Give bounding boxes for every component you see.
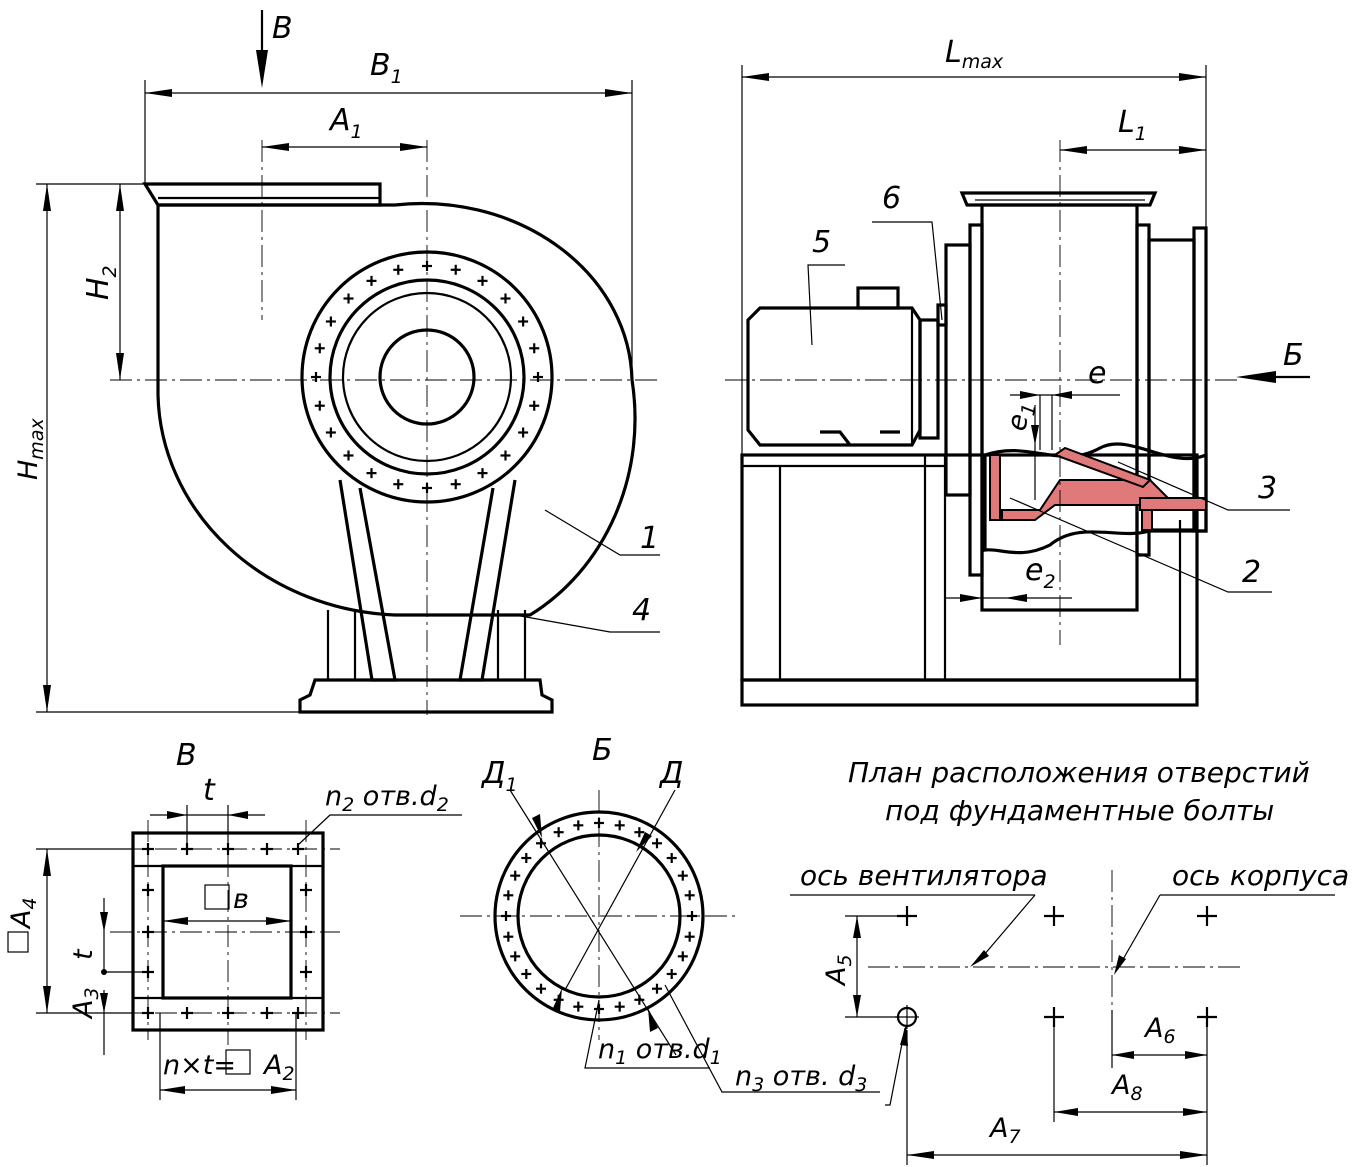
dim-A1-label: A1 <box>328 103 363 143</box>
dim-D-label: Д <box>658 756 683 791</box>
round-flange-view: Б Д1 Д n1 отв.d1 n3 отв. d3 <box>460 733 880 1096</box>
inner-size-label: в <box>233 884 249 915</box>
callout-2: 2 <box>1242 555 1261 590</box>
view-arrow-label: В <box>272 11 293 46</box>
dim-e2-label: e2 <box>1025 553 1056 593</box>
plan-title-line1: План расположения отверстий <box>848 756 1310 789</box>
view-arrow-b-label: Б <box>1283 338 1304 373</box>
dim-B1-label: B1 <box>370 48 403 88</box>
square-flange-view: B t n2 отв.d2 в A4 t A3 <box>6 738 462 1100</box>
dim-e1-label: e1 <box>1001 400 1040 434</box>
dim-e-label: e <box>1088 356 1106 391</box>
inlet-bolt-holes <box>311 261 543 493</box>
dim-H2-label: H2 <box>81 265 121 300</box>
dim-Lmax-label: Lmax <box>945 35 1004 73</box>
dim-A4-label: A4 <box>6 897 41 930</box>
callout-3: 3 <box>1258 471 1277 506</box>
callout-5: 5 <box>812 225 831 260</box>
side-view: Lmax L1 Б e e1 e2 2 3 5 6 <box>725 35 1310 707</box>
callout-1: 1 <box>640 521 659 556</box>
flange-bolt-holes <box>142 843 312 1019</box>
dim-L1-label: L1 <box>1118 105 1147 145</box>
dim-A7-label: A7 <box>988 1113 1021 1148</box>
foundation-bolt-plan: План расположения отверстий под фундамен… <box>790 756 1349 1165</box>
front-view: B1 В A1 H2 Hmax 1 4 <box>13 10 660 715</box>
dim-t-side-label: t <box>68 948 99 960</box>
view-round-title: Б <box>592 733 613 768</box>
callout-4: 4 <box>632 593 651 628</box>
holes-n1-note: n1 отв.d1 <box>598 1034 722 1069</box>
dim-A6-label: A6 <box>1143 1013 1176 1048</box>
fan-axis-label: ось вентилятора <box>800 859 1048 892</box>
dim-A3-label: A3 <box>68 987 103 1020</box>
foundation-hole-marks <box>895 906 1217 1029</box>
view-b-title: B <box>176 738 197 773</box>
dim-A8-label: A8 <box>1110 1070 1143 1105</box>
dim-A2-label: n×t=A2 <box>163 1050 295 1085</box>
dim-D1-label: Д1 <box>480 756 518 796</box>
flange-holes-note: n2 отв.d2 <box>325 781 449 816</box>
plan-title-line2: под фундаментные болты <box>885 794 1274 827</box>
housing-axis-label: ось корпуса <box>1172 859 1349 892</box>
round-flange-bolt-holes <box>501 818 697 1014</box>
holes-n3-note: n3 отв. d3 <box>735 1061 867 1096</box>
dim-t-top-label: t <box>203 773 216 808</box>
dim-A5-label: A5 <box>821 954 856 987</box>
callout-6: 6 <box>882 181 901 216</box>
dim-Hmax-label: Hmax <box>13 418 48 480</box>
